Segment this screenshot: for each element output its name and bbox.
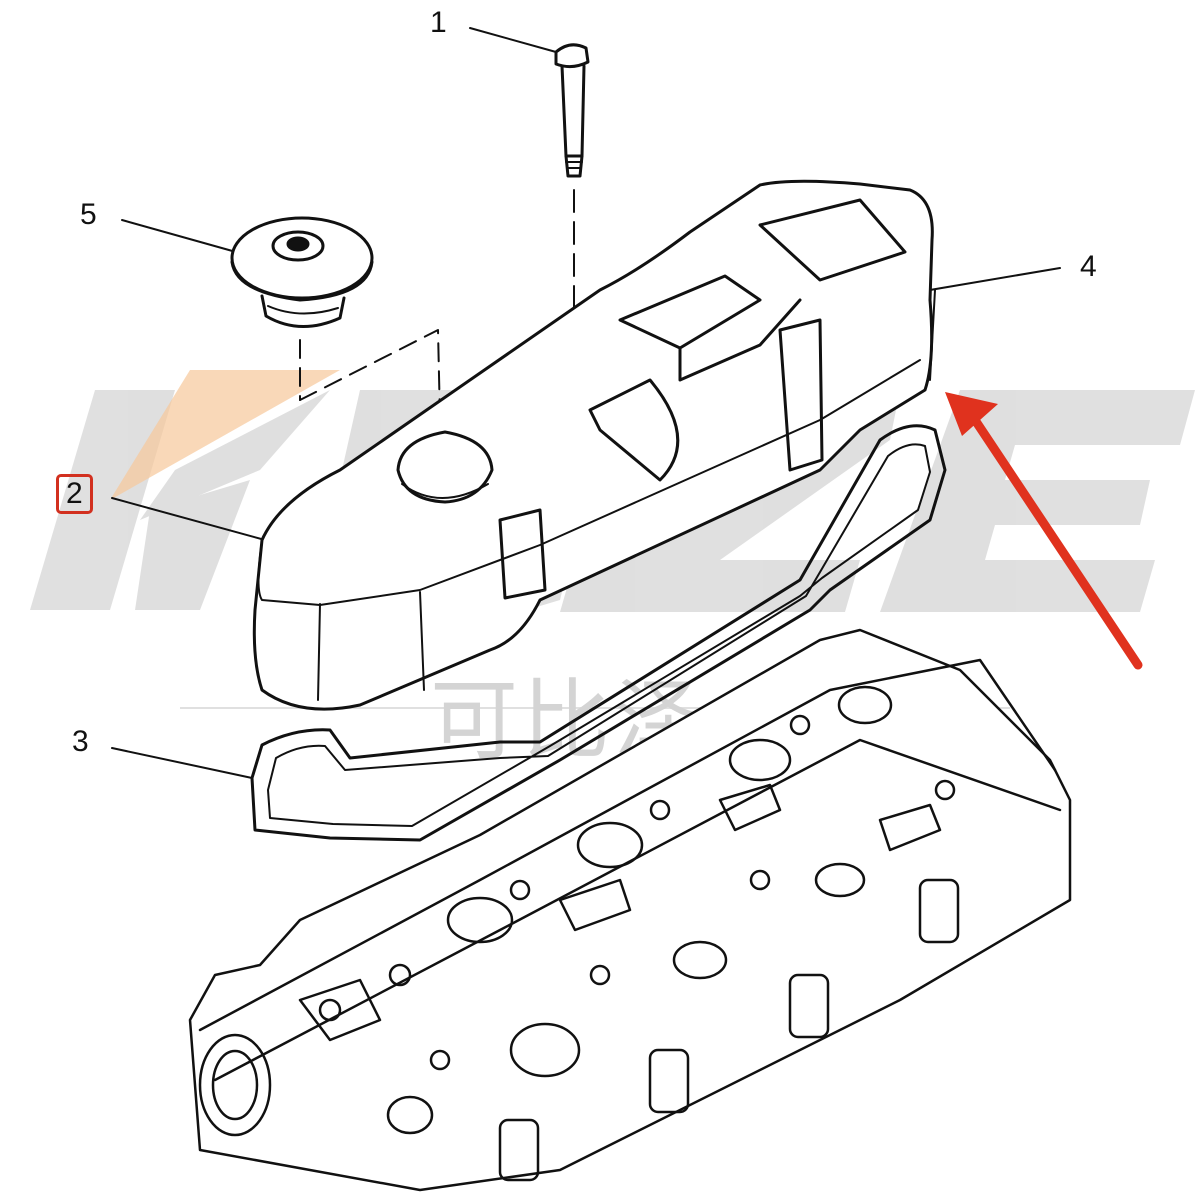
- valve-cover-part: [252, 179, 936, 711]
- callout-valve-cover: 2: [56, 474, 93, 514]
- callout-bolt: 1: [430, 6, 447, 39]
- callout-breather-pipe: 4: [1080, 250, 1097, 283]
- callout-gasket: 3: [72, 725, 89, 758]
- callout-oil-filler-cap: 5: [80, 198, 97, 231]
- red-arrow: [945, 392, 1143, 670]
- cylinder-head-part: [188, 628, 1072, 1192]
- gasket-part: [250, 424, 947, 842]
- oil-filler-cap-part: [230, 216, 441, 421]
